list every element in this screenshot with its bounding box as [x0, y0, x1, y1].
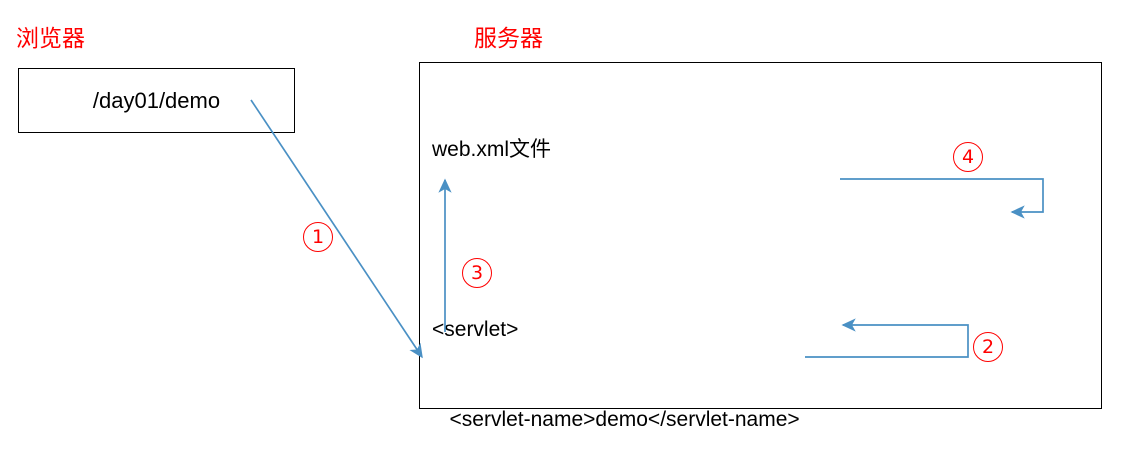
- browser-section-label: 浏览器: [16, 26, 85, 52]
- step-marker-1: 1: [303, 222, 333, 252]
- browser-box: /day01/demo: [18, 68, 295, 133]
- arrow-1-path: [250, 99, 423, 359]
- browser-url-text: /day01/demo: [92, 87, 221, 113]
- step-marker-4: 4: [953, 142, 983, 172]
- server-box: web.xml文件 <servlet> <servlet-name>demo</…: [419, 62, 1102, 431]
- code-line-servlet-open: <servlet>: [432, 318, 519, 341]
- webxml-code-block: web.xml文件 <servlet> <servlet-name>demo</…: [432, 75, 963, 461]
- step-marker-3: 3: [462, 258, 492, 288]
- code-line-webxml-title: web.xml文件: [432, 138, 552, 161]
- code-line-servlet-name-1: <servlet-name>demo</servlet-name>: [432, 408, 800, 431]
- step-marker-2: 2: [973, 332, 1003, 362]
- code-line-blank-1: [432, 225, 963, 255]
- server-section-label: 服务器: [474, 26, 543, 52]
